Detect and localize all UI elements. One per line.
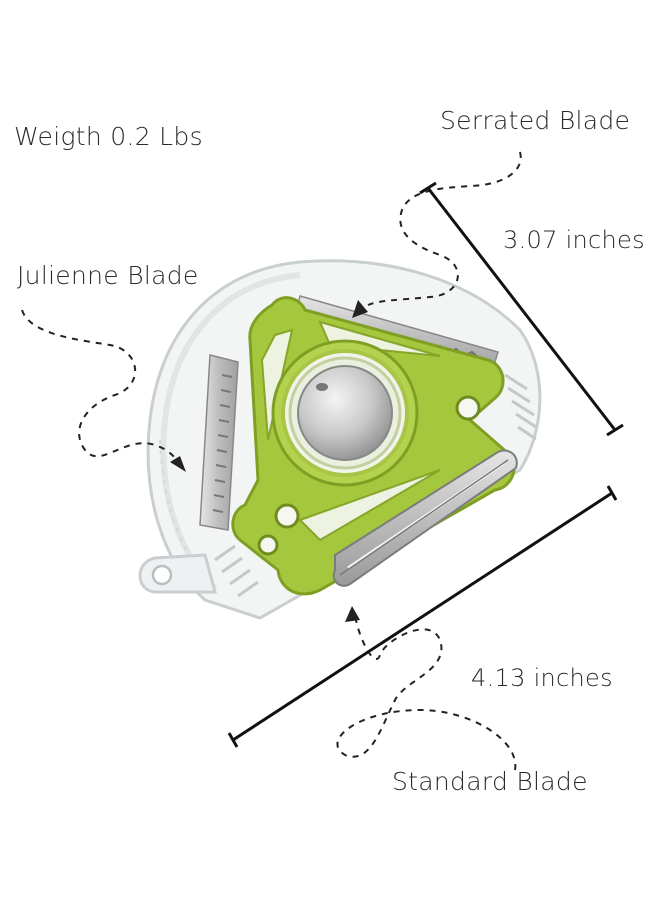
standard-blade-label: Standard Blade	[392, 767, 588, 796]
dimension-lines	[227, 181, 624, 748]
annotation-arrowheads	[170, 300, 368, 622]
serrated-blade-label: Serrated Blade	[440, 106, 631, 135]
standard-blade-part	[332, 449, 518, 587]
center-button	[288, 356, 402, 470]
julienne-blade-part	[199, 354, 239, 531]
julienne-blade-label: Julienne Blade	[17, 261, 199, 290]
annotation-leaders	[21, 151, 522, 771]
width-dimension-label: 4.13 inches	[471, 664, 613, 692]
height-dimension-label: 3.07 inches	[503, 226, 645, 254]
weight-label: Weigth 0.2 Lbs	[14, 122, 203, 151]
